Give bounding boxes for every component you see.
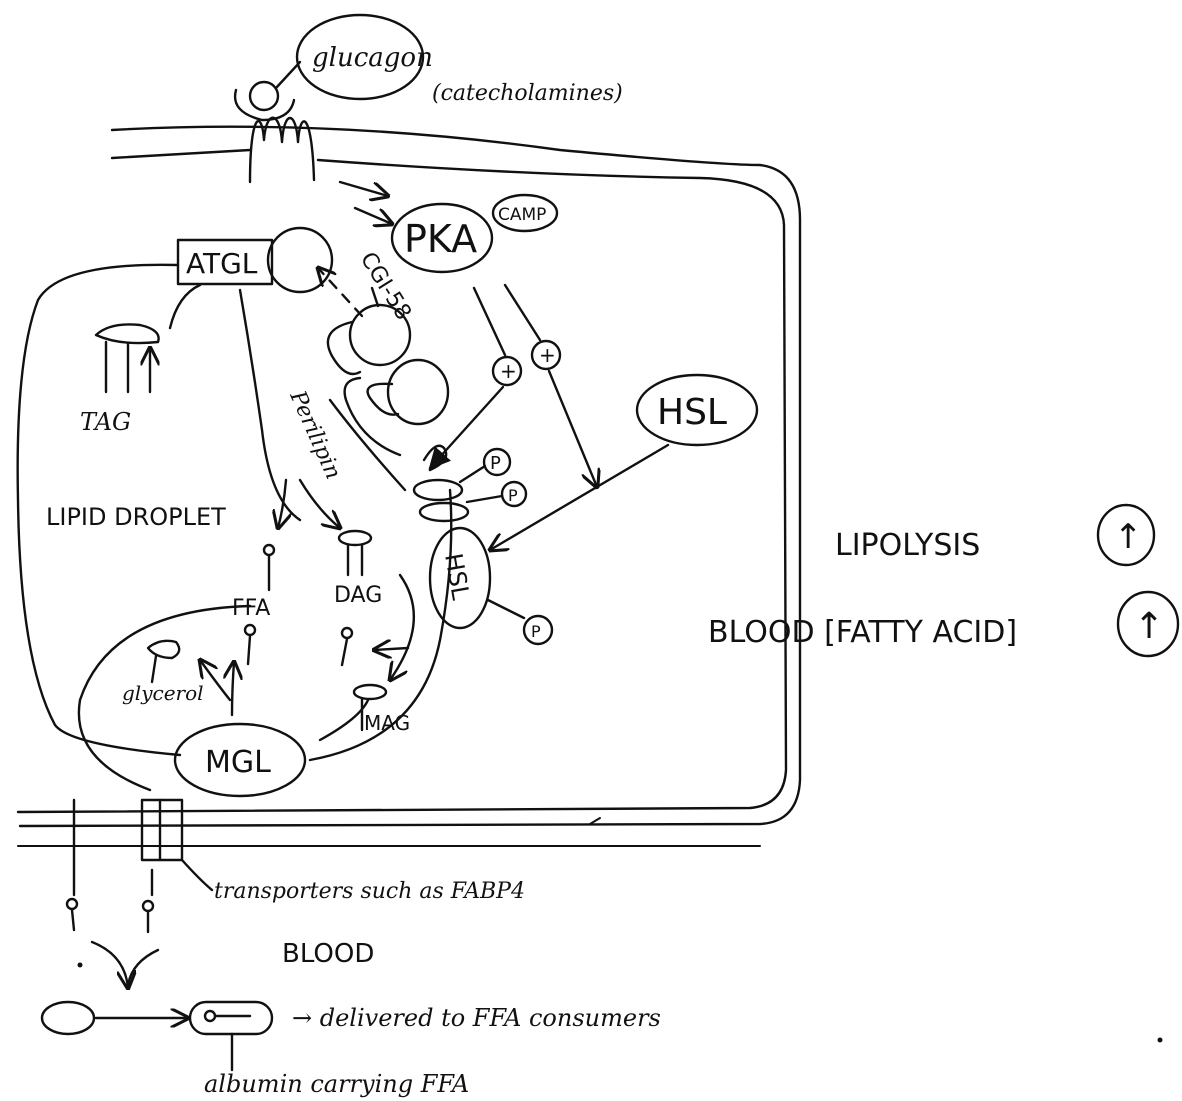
mag-label: MAG — [364, 711, 410, 735]
glycerol-molecule — [148, 641, 179, 682]
blood-fatty-acid-up-arrow: ↑ — [1134, 606, 1164, 647]
mgl-label: MGL — [205, 745, 271, 780]
dag-molecule — [339, 531, 371, 575]
blood-fatty-acid-label: BLOOD [FATTY ACID] — [708, 615, 1017, 650]
cgi58-dashed-arrow — [318, 268, 362, 316]
albumin-label: albumin carrying FFA — [204, 1070, 469, 1098]
ffa-molecule-2 — [342, 628, 352, 665]
plus-label-1: + — [500, 359, 517, 383]
glucagon-label: glucagon — [312, 43, 433, 73]
lipid-droplet-label: LIPID DROPLET — [46, 503, 226, 531]
pka-label: PKA — [404, 217, 477, 261]
phospho-label-3: P — [531, 622, 541, 641]
albumin-ffa-complex — [190, 1002, 272, 1034]
transporters-label: transporters such as FABP4 — [214, 879, 525, 904]
lipolysis-up-arrow: ↑ — [1114, 517, 1143, 557]
ffa-molecule-3 — [245, 625, 255, 664]
ffa-label: FFA — [232, 596, 270, 621]
blood-label: BLOOD — [282, 939, 374, 969]
glucagon-receptor — [235, 62, 314, 182]
camp-label: CAMP — [498, 205, 546, 225]
tag-label: TAG — [80, 408, 131, 436]
cgi58-circle-atgl — [268, 228, 332, 292]
signal-arrow-1 — [340, 182, 388, 196]
pka-to-perilipin-arrow — [474, 288, 505, 355]
hsl-bound-label: HSL — [439, 551, 475, 602]
ffa-merge-arrow — [92, 942, 128, 988]
delivered-label: → delivered to FFA consumers — [292, 1004, 661, 1032]
dag-label: DAG — [334, 583, 382, 608]
pka-to-hsl-arrow — [505, 285, 540, 340]
ffa-molecule-blood-1 — [67, 899, 77, 930]
catecholamines-label: (catecholamines) — [432, 81, 623, 106]
atgl-to-dag-arrow — [300, 480, 340, 528]
perilipin-oval-1 — [414, 480, 462, 500]
ffa-molecule-blood-2 — [143, 901, 153, 932]
dag-to-mag-arrow — [390, 575, 414, 680]
albumin-free — [42, 1002, 94, 1034]
ffa-molecule-1 — [264, 545, 274, 590]
perilipin-complex — [328, 288, 448, 490]
plus-label-2: + — [539, 343, 556, 367]
tag-molecule — [96, 285, 200, 392]
perilipin-oval-2 — [420, 503, 468, 521]
atgl-label: ATGL — [186, 247, 258, 280]
hsl-free-label: HSL — [657, 392, 727, 433]
glycerol-label: glycerol — [122, 681, 204, 705]
phospho-label-2: P — [508, 486, 518, 505]
lipolysis-label: LIPOLYSIS — [835, 528, 980, 563]
phospho-label-1: P — [490, 453, 501, 474]
perilipin-label: Perilipin — [284, 386, 345, 483]
signal-arrow-2 — [355, 208, 392, 224]
